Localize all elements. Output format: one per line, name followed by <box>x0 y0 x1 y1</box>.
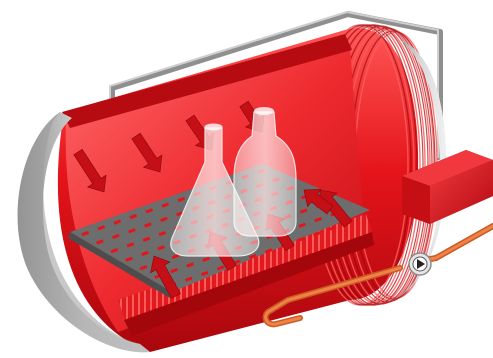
circulation-pump <box>409 253 431 275</box>
